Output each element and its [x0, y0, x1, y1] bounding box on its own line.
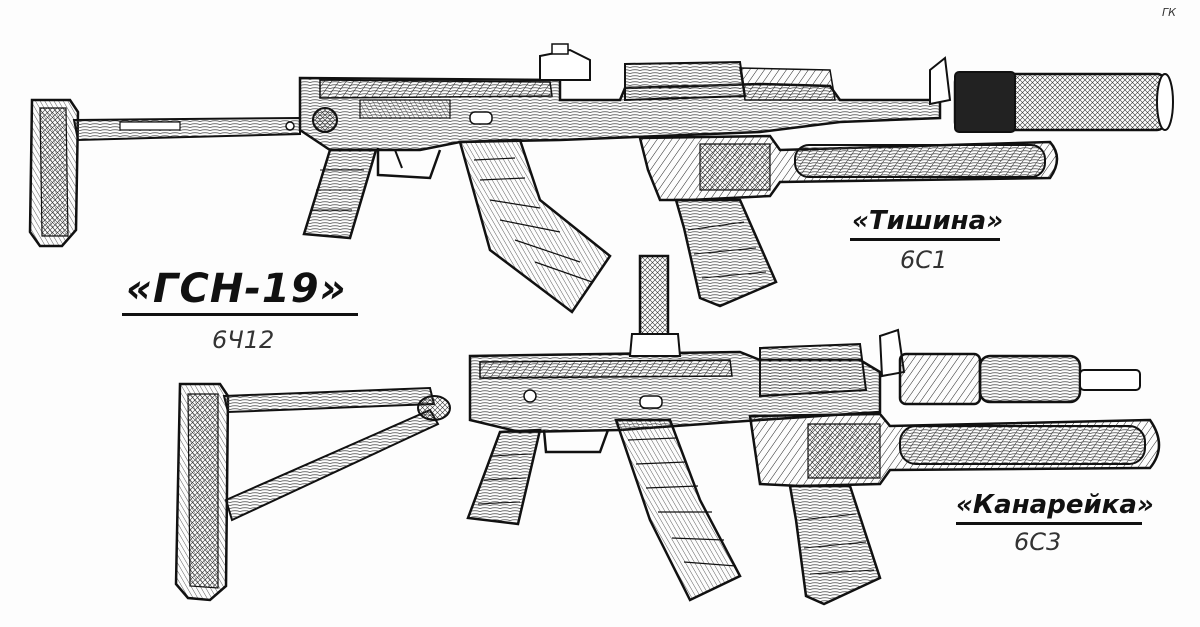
rifle-name-label: «ГСН-19» [126, 266, 347, 312]
silencer-2-code-label: 6С3 [1014, 528, 1062, 556]
rifle-name-underline [122, 313, 358, 316]
bottom-rifle [174, 254, 1161, 606]
silencer-1-underline [850, 238, 1000, 241]
top-rifle [28, 43, 1174, 314]
silencer-2-name-label: «Канарейка» [956, 490, 1154, 520]
artist-signature: ГК [1162, 6, 1176, 19]
silencer-1-name-label: «Тишина» [852, 206, 1004, 236]
silencer-2-underline [956, 522, 1142, 525]
silencer-1-code-label: 6С1 [900, 246, 948, 274]
rifle-code-label: 6Ч12 [212, 326, 275, 354]
